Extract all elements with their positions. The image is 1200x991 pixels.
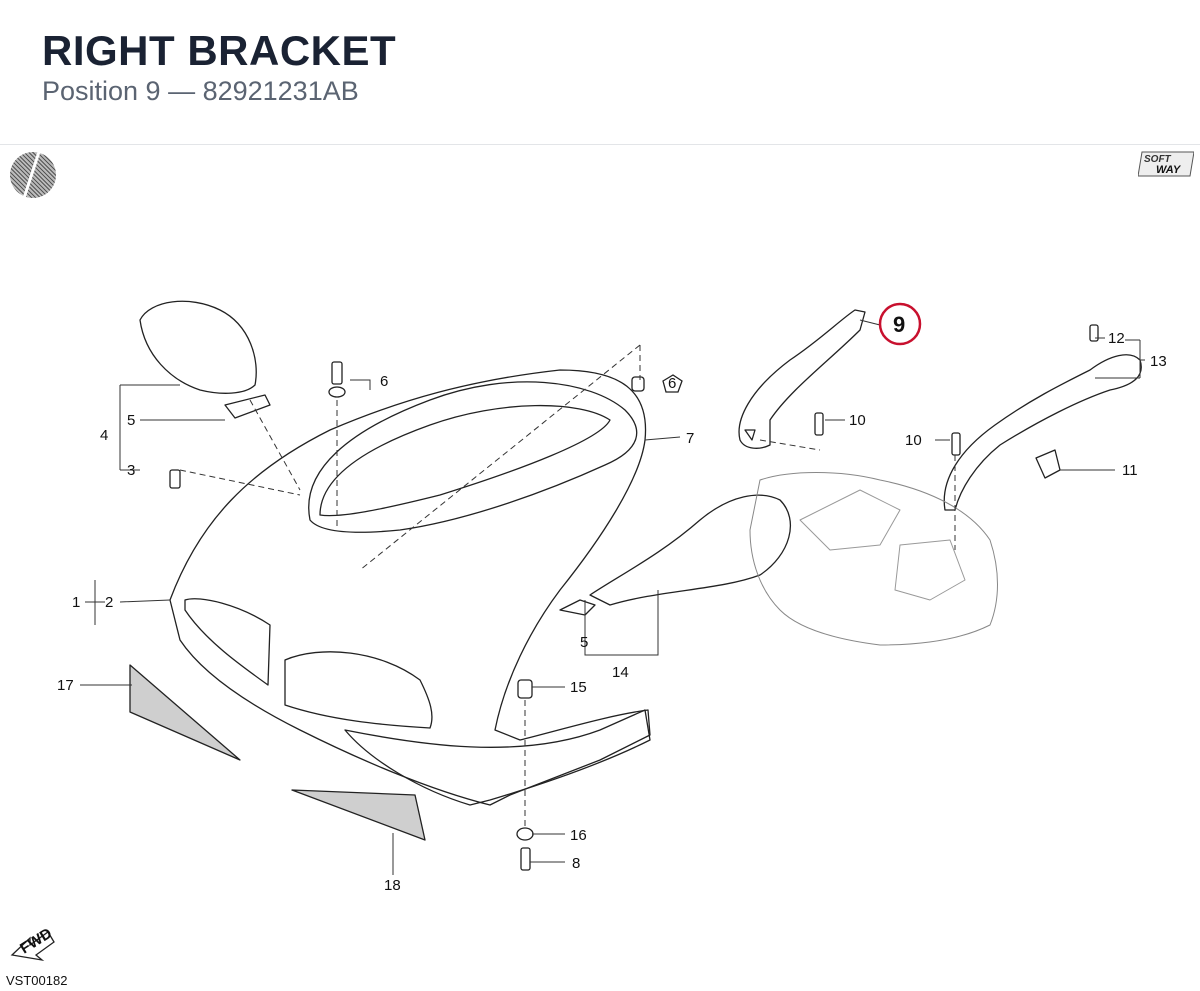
callout-9: 9 [893,312,905,337]
callout-3: 3 [127,462,135,479]
front-fairing-part [169,369,651,806]
left-mesh-grille-part [129,664,241,761]
callout-7: 7 [686,430,694,447]
header-divider [0,144,1200,145]
screw-10a [814,412,824,436]
callout-6-pentagon: 6 [668,375,676,392]
right-mesh-grille-part [291,789,426,841]
left-bracket-part [943,354,1142,511]
washer-16 [516,827,534,841]
svg-text:WAY: WAY [1156,164,1182,176]
grommet-6b [631,376,645,392]
screw-3 [169,469,181,489]
callout-5-right: 5 [580,634,588,651]
drawing-code: VST00182 [6,973,68,988]
callout-18: 18 [384,877,401,894]
right-bracket-part [738,309,866,449]
washer-6 [328,386,346,398]
pentagon-6-marker [662,374,683,393]
callout-4: 4 [100,427,108,444]
callout-1: 1 [72,594,80,611]
highlight-circle-9 [878,302,922,346]
callout-11: 11 [1122,462,1138,479]
clip-11 [1035,449,1061,479]
instrument-support-part [749,472,998,646]
callout-8: 8 [572,855,580,872]
callout-15: 15 [570,679,587,696]
part-subtitle: Position 9 — 82921231AB [42,76,359,106]
callout-6: 6 [380,373,388,390]
callout-12: 12 [1108,330,1125,347]
callout-14: 14 [612,664,629,681]
screw-8 [520,847,531,871]
callout-10-right: 10 [849,412,866,429]
svg-text:SOFT: SOFT [1144,154,1172,165]
forward-direction-icon: FWD [10,925,55,962]
windscreen-part [308,381,638,533]
softway-logo: SOFT WAY [1138,151,1194,177]
callout-17: 17 [57,677,74,694]
callout-13: 13 [1150,353,1167,370]
page-title: RIGHT BRACKET [42,27,397,74]
nut-15 [517,679,533,699]
callout-2: 2 [105,594,113,611]
left-mirror-part [139,300,257,394]
screw-12 [1089,324,1099,342]
callout-5: 5 [127,412,135,429]
right-mirror-part [589,494,792,606]
callout-10-left: 10 [905,432,922,449]
screw-10b [951,432,961,456]
screw-6 [331,361,343,385]
callout-16: 16 [570,827,587,844]
lower-spoiler-part [344,709,651,806]
